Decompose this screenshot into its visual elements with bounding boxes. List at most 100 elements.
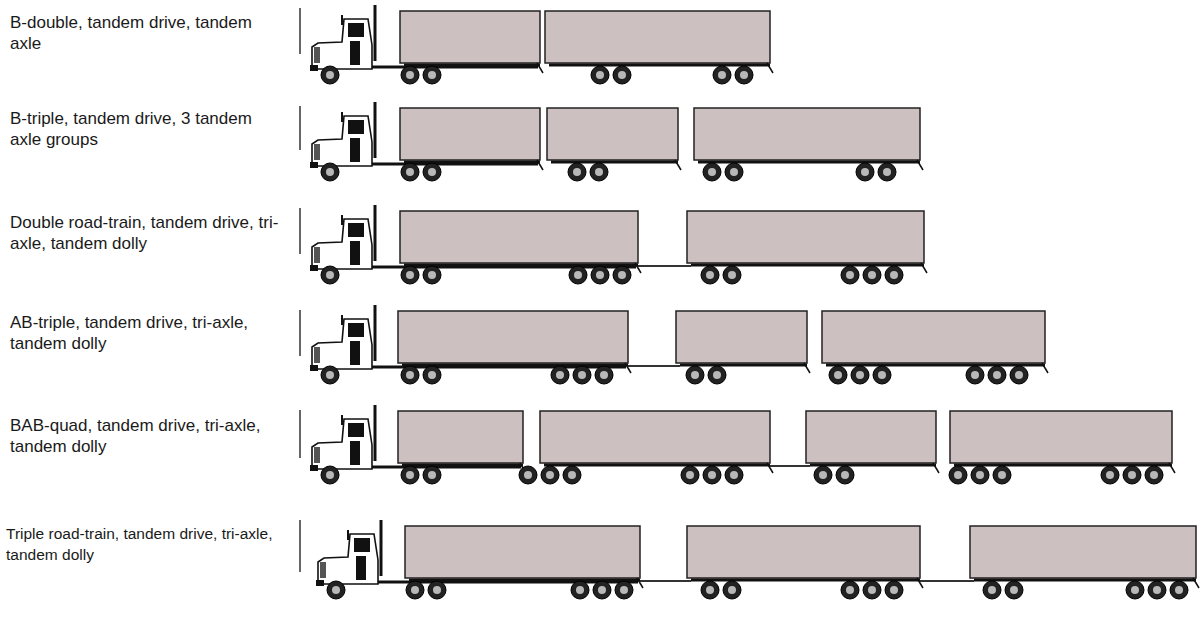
wheel: [863, 581, 881, 599]
row-divider: [299, 8, 301, 54]
wheel: [401, 163, 419, 181]
wheel: [401, 266, 419, 284]
truck-cab: [312, 19, 372, 69]
trailer-chassis: [551, 161, 678, 164]
trailer-body: [547, 108, 678, 160]
wheel: [423, 466, 441, 484]
wheel: [841, 266, 859, 284]
wheel-hub: [713, 371, 721, 379]
wheel-hub: [686, 471, 694, 479]
wheel: [1005, 581, 1023, 599]
wheel: [1145, 466, 1163, 484]
wheel: [1148, 581, 1166, 599]
wheel: [723, 266, 741, 284]
bumper: [310, 162, 318, 168]
trailer-body: [687, 526, 920, 578]
wheel: [829, 366, 847, 384]
trailer-body: [540, 411, 770, 463]
mirror: [341, 215, 343, 225]
cab-window: [348, 23, 364, 37]
wheel-hub: [706, 586, 714, 594]
wheel: [723, 581, 741, 599]
wheel-hub: [976, 471, 984, 479]
exhaust-stack: [374, 305, 377, 361]
wheel: [401, 366, 419, 384]
wheel: [571, 581, 589, 599]
wheel-hub: [1153, 586, 1161, 594]
wheel-hub: [332, 586, 340, 594]
wheel-hub: [1015, 371, 1023, 379]
wheel: [1126, 581, 1144, 599]
wheel-hub: [574, 271, 582, 279]
wheel: [885, 581, 903, 599]
row-divider: [299, 310, 301, 356]
trailer-chassis: [691, 264, 924, 267]
wheel: [321, 266, 339, 284]
wheel-hub: [890, 271, 898, 279]
wheel-hub: [868, 271, 876, 279]
wheel: [701, 266, 719, 284]
wheel-hub: [861, 168, 869, 176]
trailer-chassis: [691, 579, 920, 582]
trailer-chassis: [549, 64, 770, 67]
mudflap: [635, 263, 641, 273]
cab-door: [350, 41, 360, 65]
bumper: [310, 265, 318, 271]
wheel-hub: [819, 471, 827, 479]
mudflap: [625, 363, 631, 373]
wheel: [551, 366, 569, 384]
mirror: [341, 315, 343, 325]
trailer-body: [676, 311, 807, 363]
wheel: [814, 466, 832, 484]
trailer-chassis: [680, 364, 807, 367]
mudflap: [917, 578, 923, 588]
mirror: [341, 415, 343, 425]
mirror: [347, 530, 349, 540]
wheel: [573, 366, 591, 384]
wheel-hub: [546, 471, 554, 479]
wheel: [595, 366, 613, 384]
wheel: [873, 366, 891, 384]
wheel: [988, 366, 1006, 384]
wheel-hub: [406, 271, 414, 279]
wheel: [327, 581, 345, 599]
wheel-hub: [846, 271, 854, 279]
cab-window: [348, 120, 364, 134]
wheel-hub: [728, 271, 736, 279]
mudflap: [675, 160, 681, 170]
wheel: [615, 581, 633, 599]
row-divider: [299, 520, 301, 572]
wheel: [1170, 581, 1188, 599]
mudflap: [921, 263, 927, 273]
trailer-body: [687, 211, 924, 263]
wheel-hub: [1150, 471, 1158, 479]
wheel-hub: [706, 271, 714, 279]
drawbar: [640, 580, 691, 582]
wheel-hub: [1175, 586, 1183, 594]
trailer-chassis: [974, 579, 1196, 582]
wheel-hub: [868, 586, 876, 594]
wheel-hub: [718, 71, 726, 79]
wheel: [1101, 466, 1119, 484]
wheel: [593, 581, 611, 599]
wheel-hub: [406, 71, 414, 79]
wheel-hub: [971, 371, 979, 379]
row-divider: [299, 410, 301, 458]
cab-window: [348, 423, 364, 437]
wheel: [949, 466, 967, 484]
wheel-hub: [556, 371, 564, 379]
row-divider: [299, 106, 301, 150]
wheel: [541, 466, 559, 484]
mudflap: [637, 578, 643, 588]
bumper: [310, 365, 318, 371]
trailer-body: [545, 11, 770, 63]
wheel-hub: [708, 168, 716, 176]
wheel-hub: [595, 168, 603, 176]
wheel: [863, 266, 881, 284]
wheel: [983, 581, 1001, 599]
truck-cab: [312, 219, 372, 269]
wheel: [401, 66, 419, 84]
radiator-grille: [314, 347, 320, 363]
cab-window: [354, 538, 370, 552]
wheel-hub: [883, 168, 891, 176]
